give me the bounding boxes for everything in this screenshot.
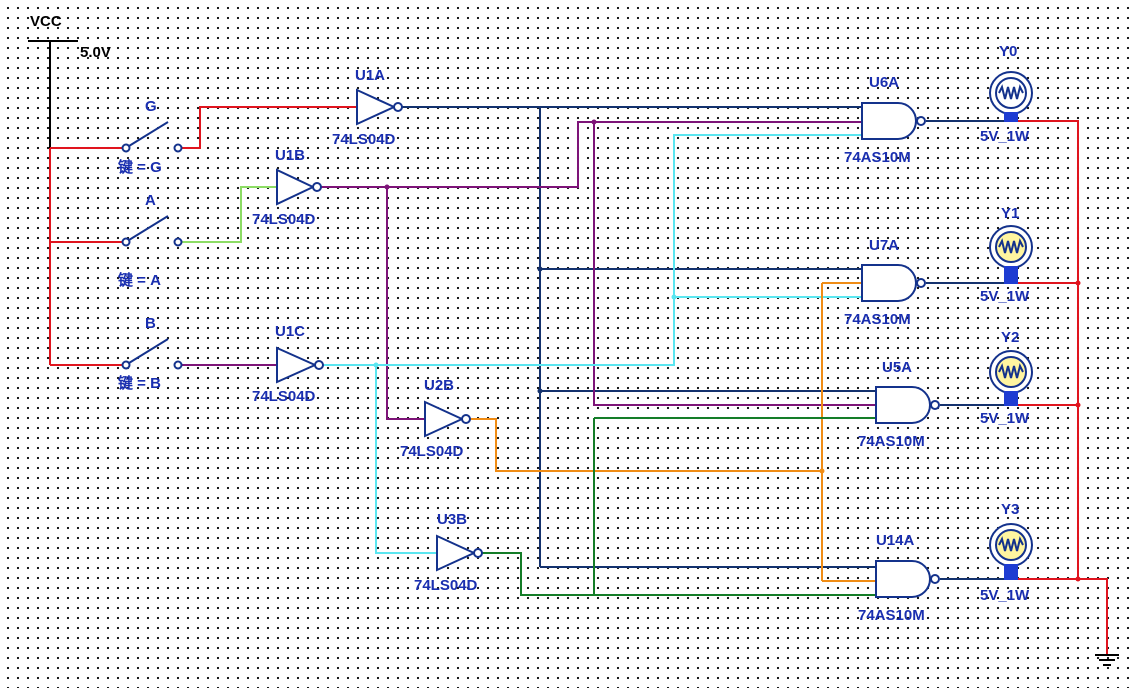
u1a-ref: U1A <box>355 67 385 84</box>
wire-nota-bus <box>320 121 876 420</box>
u1c-part: 74LS04D <box>252 388 316 405</box>
u6a-ref: U6A <box>869 74 899 91</box>
junction-dot <box>671 294 677 300</box>
wire-lamp-return <box>1018 120 1108 655</box>
junction-dot <box>537 266 543 272</box>
nand-gate-u5a[interactable] <box>875 386 940 424</box>
lamp-bulb-y2 <box>995 356 1027 388</box>
u7a-part: 74AS10M <box>844 311 911 328</box>
inverter-u1b[interactable] <box>276 168 322 206</box>
lamp-bulb-y1 <box>995 231 1027 263</box>
u5a-part: 74AS10M <box>858 433 925 450</box>
wire-vcc-rail <box>49 147 122 366</box>
junction-dot <box>591 119 597 125</box>
junction-dot <box>537 388 543 394</box>
wire-a-u1b <box>182 186 277 243</box>
switch-g-label: G <box>145 98 157 115</box>
y0-rating: 5V_1W <box>980 128 1030 145</box>
junction-dot <box>373 362 379 368</box>
u2b-ref: U2B <box>424 377 454 394</box>
junction-dot <box>1075 402 1081 408</box>
inverter-u1a[interactable] <box>356 88 403 126</box>
y2-rating: 5V_1W <box>980 410 1030 427</box>
y3-rating: 5V_1W <box>980 587 1030 604</box>
junction-dot <box>1075 280 1081 286</box>
vcc-voltage: 5.0V <box>80 44 111 61</box>
wire-g-u1a <box>182 106 357 149</box>
wire-a-bus <box>470 282 876 582</box>
switch-a[interactable] <box>121 215 183 247</box>
u3b-ref: U3B <box>437 511 467 528</box>
nand-gate-u14a[interactable] <box>875 560 940 598</box>
nand-gate-u6a[interactable] <box>861 102 926 140</box>
u6a-part: 74AS10M <box>844 149 911 166</box>
switch-b-label: B <box>145 315 156 332</box>
junction-dots <box>373 119 1081 582</box>
u2b-part: 74LS04D <box>400 443 464 460</box>
wire-notg-bus <box>402 106 876 568</box>
u14a-part: 74AS10M <box>858 607 925 624</box>
inverter-u3b[interactable] <box>436 534 483 572</box>
switch-g-key: 键 = G <box>117 158 162 176</box>
junction-dot <box>819 468 825 474</box>
lamp-bulb-y0 <box>995 77 1027 109</box>
ground-icon <box>1095 654 1119 666</box>
lamp-y1 <box>989 225 1033 284</box>
vcc-label: VCC <box>30 13 62 30</box>
y0-name: Y0 <box>999 43 1017 60</box>
y1-name: Y1 <box>1001 205 1019 222</box>
y3-name: Y3 <box>1001 501 1019 518</box>
u3b-part: 74LS04D <box>414 577 478 594</box>
lamp-y0 <box>989 71 1033 122</box>
switch-a-key: 键 = A <box>117 271 161 289</box>
u1b-part: 74LS04D <box>252 211 316 228</box>
lamp-y2 <box>989 350 1033 406</box>
wire-b-bus <box>482 417 876 596</box>
u1b-ref: U1B <box>275 147 305 164</box>
switch-b-key: 键 = B <box>117 374 161 392</box>
lamp-bulb-y3 <box>995 529 1027 561</box>
u7a-ref: U7A <box>869 237 899 254</box>
wire-notb-bus <box>323 134 862 554</box>
y2-name: Y2 <box>1001 329 1019 346</box>
junction-dot <box>1075 576 1081 582</box>
labels: VCC 5.0V G 键 = G A 键 = A B 键 = B U1A 74L… <box>30 13 1030 624</box>
junction-dot <box>384 184 390 190</box>
nand-gate-u7a[interactable] <box>861 264 926 302</box>
switch-a-label: A <box>145 192 156 209</box>
switch-g[interactable] <box>121 121 183 153</box>
inverter-u2b[interactable] <box>424 400 471 438</box>
wires <box>28 40 1119 666</box>
u1c-ref: U1C <box>275 323 305 340</box>
u5a-ref: U5A <box>882 359 912 376</box>
y1-rating: 5V_1W <box>980 288 1030 305</box>
switch-b[interactable] <box>121 338 183 370</box>
u1a-part: 74LS04D <box>332 131 396 148</box>
lamp-y3 <box>989 523 1033 580</box>
u14a-ref: U14A <box>876 532 915 549</box>
inverter-u1c[interactable] <box>276 346 324 384</box>
